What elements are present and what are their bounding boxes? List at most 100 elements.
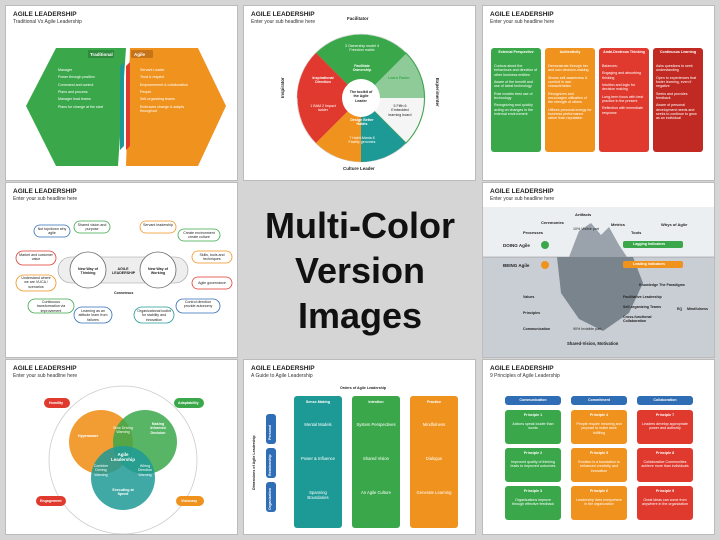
label: Mindfulness [687, 307, 708, 311]
corner-adaptability: Adaptability [178, 401, 199, 405]
list-item: Empowerment & collaboration [140, 82, 188, 87]
label: Metrics [611, 222, 626, 227]
slide-nine-principles[interactable]: AGILE LEADERSHIP 9 Principles of Agile L… [482, 359, 715, 535]
list-item: Shows self-awareness & comfort in own ch… [548, 75, 588, 89]
column-head-bg [505, 396, 561, 405]
list-item: Self-organizing teams [140, 97, 175, 102]
doing-agile: DOING Agile [503, 243, 530, 248]
informed-decision: Making Informed Decision [150, 422, 166, 435]
principle-card [505, 486, 561, 520]
traditional-heading: Traditional [90, 52, 113, 57]
segment-facilitate-ownership: Facilitate Ownership [352, 64, 372, 73]
cell: Power & Influence [301, 456, 335, 461]
principle-desc: Actions speak louder than words [512, 422, 554, 431]
footer-label: Shared-Vision, Motivation [567, 341, 619, 346]
column-head: Intention [368, 400, 384, 404]
slide-agile-toolkit[interactable]: AGILE LEADERSHIP Enter your sub headline… [243, 5, 476, 181]
trait-column-red [599, 48, 649, 152]
list-item: Long-term focus with best practice in th… [602, 94, 644, 103]
trait-head: Continuous Learning [659, 50, 697, 54]
list-item: Intuition and logic for decision making [602, 82, 636, 92]
hyperaware: Hyperaware [78, 434, 99, 438]
column-intention [352, 396, 400, 528]
list-item: Plans for change at the start [58, 104, 103, 109]
label-inspirator: Inspirator [280, 77, 285, 98]
principle-desc: Leaders develop appropriate power and au… [642, 422, 688, 431]
list-item: Open to experiences that foster learning… [656, 75, 697, 89]
center-heading: Multi-Color Version Images [240, 182, 480, 358]
principle-desc: Leadership lives everywhere in the organ… [576, 498, 622, 507]
slide-traditional-vs-agile[interactable]: AGILE LEADERSHIP Traditional Vs Agile Le… [5, 5, 238, 181]
principle-card [571, 448, 627, 482]
list-item: Asks questions to seek understanding [656, 64, 693, 73]
item: Control direction provide autonomy [183, 300, 213, 309]
label: Principles [523, 311, 541, 315]
label: Artifacts [575, 212, 592, 217]
list-item: Manager lead teams [58, 97, 91, 102]
column-head: Collaboration [653, 398, 677, 402]
row-text: Personal [268, 424, 272, 440]
hexagon-diagram [26, 48, 226, 166]
slide-subtitle: Enter your sub headline here [13, 196, 78, 202]
agile-list: Servant Leader Trust & respect Empowerme… [140, 68, 198, 116]
slide-venn[interactable]: AGILE LEADERSHIP Enter your sub headline… [5, 359, 238, 535]
corner-visionary: Visionary [181, 499, 198, 503]
principle-desc: Improved quality of thinking leads to im… [510, 460, 556, 469]
column-head-bg [637, 396, 693, 405]
visible-label: 10% Visible part [573, 227, 599, 231]
label-facilitator: Facilitator [347, 16, 369, 21]
slide-thinking-working[interactable]: AGILE LEADERSHIP Enter your sub headline… [5, 182, 238, 358]
row-text: Relationship [268, 454, 272, 476]
list-item: Curious about the behaviours and directi… [494, 64, 538, 77]
segment-bottom-text: 7 Habit-Mania 8 Facility genomes [348, 136, 376, 145]
wheel-center: The toolkit of the Agile Leader [349, 90, 373, 103]
slide-title: AGILE LEADERSHIP [13, 365, 77, 372]
row-label [266, 414, 276, 444]
principle-desc: Collaborative Communities achieve more t… [641, 460, 689, 469]
item: Organizational toolkit for stability and… [137, 309, 171, 322]
cell: Dialogue [425, 456, 443, 461]
list-item: Aware of the benefit and use of latest t… [494, 79, 533, 89]
list-item: Balances: [602, 64, 618, 68]
slide-title: AGILE LEADERSHIP [490, 188, 554, 195]
slide-guide[interactable]: AGILE LEADERSHIP A Guide to Agile Leader… [243, 359, 476, 535]
label: Whys of Agile [661, 222, 688, 227]
principle-card [505, 410, 561, 444]
slide-subtitle: Enter your sub headline here [251, 19, 316, 25]
row-label [266, 448, 276, 478]
principle-title: Principle 3 [523, 489, 543, 493]
label: EQ [677, 307, 683, 311]
principle-title: Principle 4 [589, 413, 609, 417]
item: Create environment create culture [183, 231, 215, 240]
right-circle-label: New Way of Working [147, 267, 169, 276]
executing-speed: Executing at Speed [112, 488, 134, 497]
list-item: Servant Leader [140, 68, 165, 72]
list-item: Recognizes and encourages utilisation of… [548, 91, 587, 105]
slide-subtitle: 9 Principles of Agile Leadership [490, 373, 560, 379]
column-head: Communication [519, 398, 547, 402]
list-item: Reflection with immediate response [602, 106, 643, 115]
slide-title: AGILE LEADERSHIP [490, 365, 554, 372]
principle-card [637, 448, 693, 482]
item: Continuous transformation via improvemen… [36, 300, 66, 313]
slide-four-traits[interactable]: AGILE LEADERSHIP Enter your sub headline… [482, 5, 715, 181]
row-text: Organization [268, 488, 272, 510]
list-item: Command and control [58, 82, 94, 87]
principle-title: Principle 6 [589, 489, 609, 493]
item: Servant leadership [143, 223, 173, 227]
heading-line-1: Multi-Color [265, 204, 455, 246]
label-experimenter: Experimenter [435, 78, 440, 107]
trait-list: Asks questions to seek understanding Ope… [656, 64, 700, 123]
left-circle-label: New Way of Thinking [77, 267, 99, 276]
label: Self-organizing Teams [623, 305, 662, 309]
column-head: Practice [427, 400, 441, 404]
label-culture-leader: Culture Leader [343, 166, 375, 171]
segment-right-text: 5 Fifth 6 Embedded learning board [388, 104, 412, 117]
principle-card [571, 410, 627, 444]
slide-iceberg[interactable]: AGILE LEADERSHIP Enter your sub headline… [482, 182, 715, 358]
corner-humility: Humility [49, 401, 64, 405]
principle-desc: Organizations improve through effective … [511, 498, 555, 507]
venn-diagram [36, 385, 204, 534]
trait-list: Demonstrate through her and own decision… [548, 64, 592, 123]
row-label [266, 482, 276, 512]
